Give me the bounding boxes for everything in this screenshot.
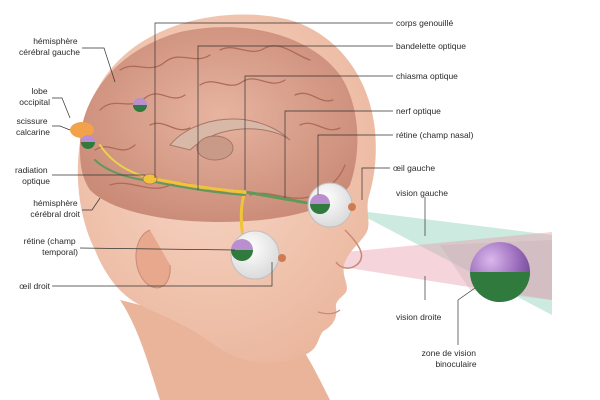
label-right-eye: œil droit [19,281,50,291]
labels-left: hémisphère cérébral gauche lobe occipita… [15,36,81,291]
label-optic-nerve: nerf optique [396,106,441,116]
label-left-vision: vision gauche [396,188,448,198]
label-binocular-zone: zone de vision binoculaire [422,348,479,369]
left-eye [307,182,356,228]
label-retina-nasal: rétine (champ nasal) [396,130,474,140]
nose [335,229,363,269]
occipital-structures [70,98,147,149]
geniculate-body [142,173,158,185]
calcarine-fissure [70,122,94,138]
leader-lines [52,22,476,345]
ear [135,229,171,289]
corpus-callosum [169,118,291,151]
brain-folds [94,45,346,199]
label-left-eye: œil gauche [393,163,435,173]
label-hemisphere-right: hémisphère cérébral droit [30,198,80,219]
label-occipital-lobe: lobe occipital [19,86,50,107]
binocular-sphere [470,242,530,302]
label-optic-tract: bandelette optique [396,41,466,51]
mouth [317,309,341,315]
binocular-sphere-green [470,272,530,302]
left-pupil [348,203,356,211]
label-geniculate-body: corps genouillé [396,18,453,28]
label-retina-temporal: rétine (champ temporal) [24,236,79,257]
label-hemisphere-left: hémisphère cérébral gauche [19,36,80,57]
thalamus [196,135,234,161]
right-pupil [278,254,286,262]
right-eye [230,230,286,280]
label-optic-radiation: radiation optique [15,165,50,186]
label-optic-chiasm: chiasma optique [396,71,458,81]
labels-right: corps genouillé bandelette optique chias… [393,18,479,369]
optic-tract [148,176,247,194]
label-calcarine-fissure: scissure calcarine [16,116,50,137]
label-right-vision: vision droite [396,312,442,322]
optic-tract-green [149,180,246,196]
